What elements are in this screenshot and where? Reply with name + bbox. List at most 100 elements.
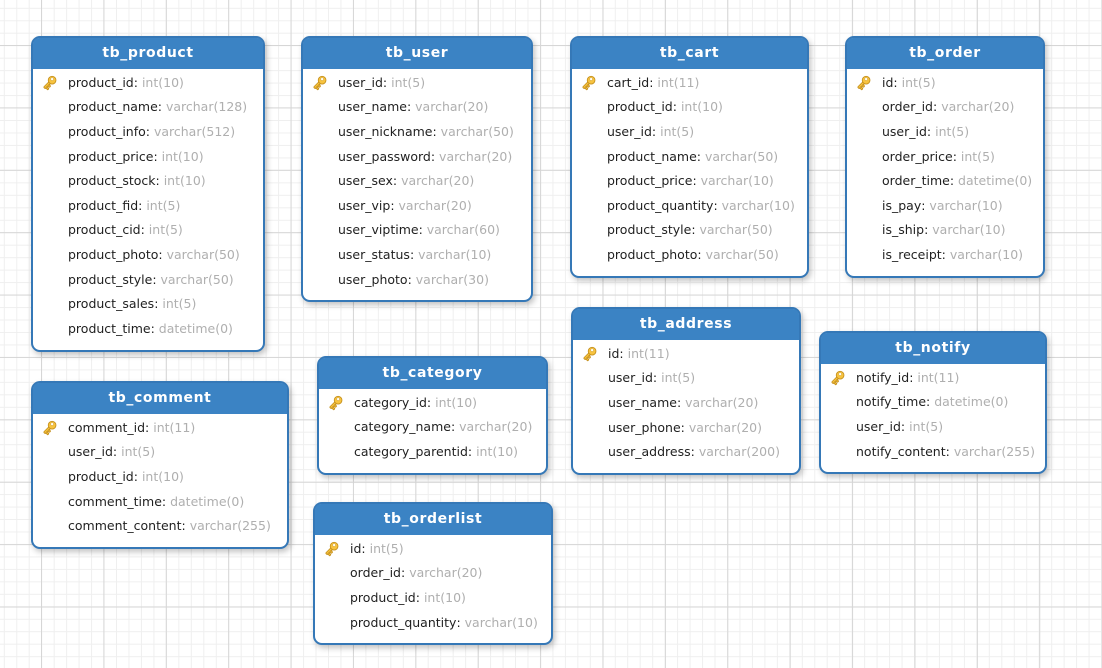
field-row[interactable]: notify_content: varchar(255) xyxy=(821,439,1045,464)
field-row[interactable]: product_price: int(10) xyxy=(33,144,263,169)
field-name: product_style xyxy=(68,271,153,287)
field-name: product_stock xyxy=(68,173,156,189)
field-type: int(5) xyxy=(909,418,944,434)
field-separator: : xyxy=(161,493,171,509)
field-row[interactable]: is_ship: varchar(10) xyxy=(847,218,1043,243)
field-row[interactable]: product_time: datetime(0) xyxy=(33,316,263,341)
field-row[interactable]: user_photo: varchar(30) xyxy=(303,267,531,292)
primary-key-cell xyxy=(855,74,882,91)
field-row[interactable]: user_id: int(5) xyxy=(573,366,799,391)
field-type: int(10) xyxy=(435,394,478,410)
field-row[interactable]: product_id: int(10) xyxy=(33,70,263,95)
field-row[interactable]: is_pay: varchar(10) xyxy=(847,193,1043,218)
field-name: id xyxy=(882,74,894,90)
field-row[interactable]: user_nickname: varchar(50) xyxy=(303,119,531,144)
field-row[interactable]: user_phone: varchar(20) xyxy=(573,415,799,440)
field-row[interactable]: product_photo: varchar(50) xyxy=(572,242,807,267)
table-header[interactable]: tb_product xyxy=(33,38,263,69)
table-header[interactable]: tb_orderlist xyxy=(315,504,551,535)
field-row[interactable]: notify_time: datetime(0) xyxy=(821,390,1045,415)
table-header[interactable]: tb_order xyxy=(847,38,1043,69)
field-row[interactable]: order_id: varchar(20) xyxy=(315,561,551,586)
field-row[interactable]: product_cid: int(5) xyxy=(33,218,263,243)
table-header[interactable]: tb_notify xyxy=(821,333,1045,364)
field-separator: : xyxy=(133,74,142,90)
field-row[interactable]: user_name: varchar(20) xyxy=(303,95,531,120)
field-row[interactable]: product_style: varchar(50) xyxy=(33,267,263,292)
field-row[interactable]: user_name: varchar(20) xyxy=(573,390,799,415)
field-row[interactable]: product_photo: varchar(50) xyxy=(33,242,263,267)
field-row[interactable]: category_id: int(10) xyxy=(319,390,546,415)
field-row[interactable]: product_stock: int(10) xyxy=(33,168,263,193)
field-row[interactable]: notify_id: int(11) xyxy=(821,365,1045,390)
primary-key-cell xyxy=(311,74,338,91)
table-node-tb_order[interactable]: tb_order id: int(5)order_id: varchar(20)u… xyxy=(845,36,1045,278)
field-row[interactable]: comment_time: datetime(0) xyxy=(33,489,287,514)
table-header[interactable]: tb_comment xyxy=(33,383,287,414)
field-row[interactable]: product_name: varchar(50) xyxy=(572,144,807,169)
field-row[interactable]: product_fid: int(5) xyxy=(33,193,263,218)
field-row[interactable]: user_status: varchar(10) xyxy=(303,242,531,267)
field-name: product_quantity xyxy=(607,197,714,213)
table-header[interactable]: tb_category xyxy=(319,358,546,389)
field-row[interactable]: is_receipt: varchar(10) xyxy=(847,242,1043,267)
field-row[interactable]: product_name: varchar(128) xyxy=(33,95,263,120)
field-row[interactable]: product_sales: int(5) xyxy=(33,291,263,316)
field-row[interactable]: order_time: datetime(0) xyxy=(847,168,1043,193)
primary-key-cell xyxy=(323,540,350,557)
field-type: varchar(10) xyxy=(721,197,795,213)
table-title: tb_order xyxy=(909,45,981,61)
field-row[interactable]: order_id: varchar(20) xyxy=(847,95,1043,120)
field-separator: : xyxy=(150,320,159,336)
field-row[interactable]: user_id: int(5) xyxy=(303,70,531,95)
field-row[interactable]: category_parentid: int(10) xyxy=(319,439,546,464)
field-row[interactable]: user_id: int(5) xyxy=(572,119,807,144)
field-type: varchar(10) xyxy=(929,197,1003,213)
field-row[interactable]: category_name: varchar(20) xyxy=(319,415,546,440)
table-node-tb_comment[interactable]: tb_comment comment_id: int(11)user_id: in… xyxy=(31,381,289,549)
field-row[interactable]: user_id: int(5) xyxy=(821,414,1045,439)
field-row[interactable]: product_id: int(10) xyxy=(315,585,551,610)
field-row[interactable]: product_info: varchar(512) xyxy=(33,119,263,144)
field-row[interactable]: product_id: int(10) xyxy=(33,464,287,489)
field-row[interactable]: user_id: int(5) xyxy=(847,119,1043,144)
field-type: int(5) xyxy=(660,123,695,139)
table-header[interactable]: tb_address xyxy=(573,309,799,340)
field-separator: : xyxy=(893,74,902,90)
field-row[interactable]: user_address: varchar(200) xyxy=(573,439,799,464)
field-row[interactable]: id: int(5) xyxy=(847,70,1043,95)
field-row[interactable]: user_sex: varchar(20) xyxy=(303,168,531,193)
field-row[interactable]: id: int(11) xyxy=(573,341,799,366)
field-row[interactable]: user_viptime: varchar(60) xyxy=(303,218,531,243)
field-row[interactable]: product_price: varchar(10) xyxy=(572,168,807,193)
field-row[interactable]: id: int(5) xyxy=(315,536,551,561)
field-separator: : xyxy=(401,565,410,581)
field-row[interactable]: product_style: varchar(50) xyxy=(572,218,807,243)
field-row[interactable]: product_quantity: varchar(10) xyxy=(315,610,551,635)
table-header[interactable]: tb_cart xyxy=(572,38,807,69)
field-row[interactable]: product_quantity: varchar(10) xyxy=(572,193,807,218)
field-type: int(11) xyxy=(627,345,670,361)
table-fields: user_id: int(5)user_name: varchar(20)use… xyxy=(303,69,531,300)
table-title: tb_comment xyxy=(108,390,212,406)
field-separator: : xyxy=(692,173,701,189)
field-row[interactable]: user_vip: varchar(20) xyxy=(303,193,531,218)
primary-key-cell xyxy=(327,394,354,411)
field-name: order_id xyxy=(882,99,933,115)
field-row[interactable]: comment_content: varchar(255) xyxy=(33,513,287,538)
field-row[interactable]: cart_id: int(11) xyxy=(572,70,807,95)
field-row[interactable]: user_password: varchar(20) xyxy=(303,144,531,169)
field-row[interactable]: comment_id: int(11) xyxy=(33,415,287,440)
field-row[interactable]: user_id: int(5) xyxy=(33,440,287,465)
field-row[interactable]: order_price: int(5) xyxy=(847,144,1043,169)
table-header[interactable]: tb_user xyxy=(303,38,531,69)
field-row[interactable]: product_id: int(10) xyxy=(572,95,807,120)
